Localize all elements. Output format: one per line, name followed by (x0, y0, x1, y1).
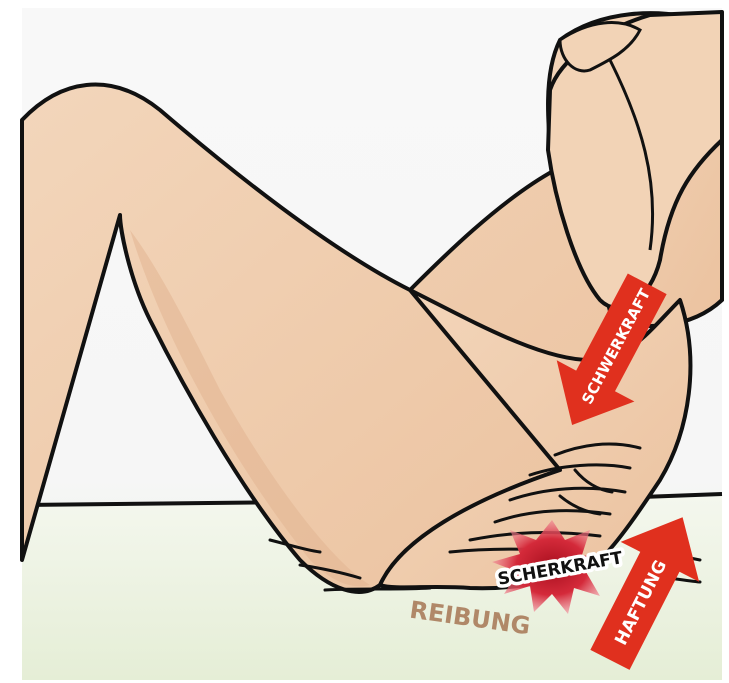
pressure-ulcer-illustration: SCHWERKRAFT HAFTUNG SCHERKRAFT SCHERKRAF… (0, 0, 729, 683)
